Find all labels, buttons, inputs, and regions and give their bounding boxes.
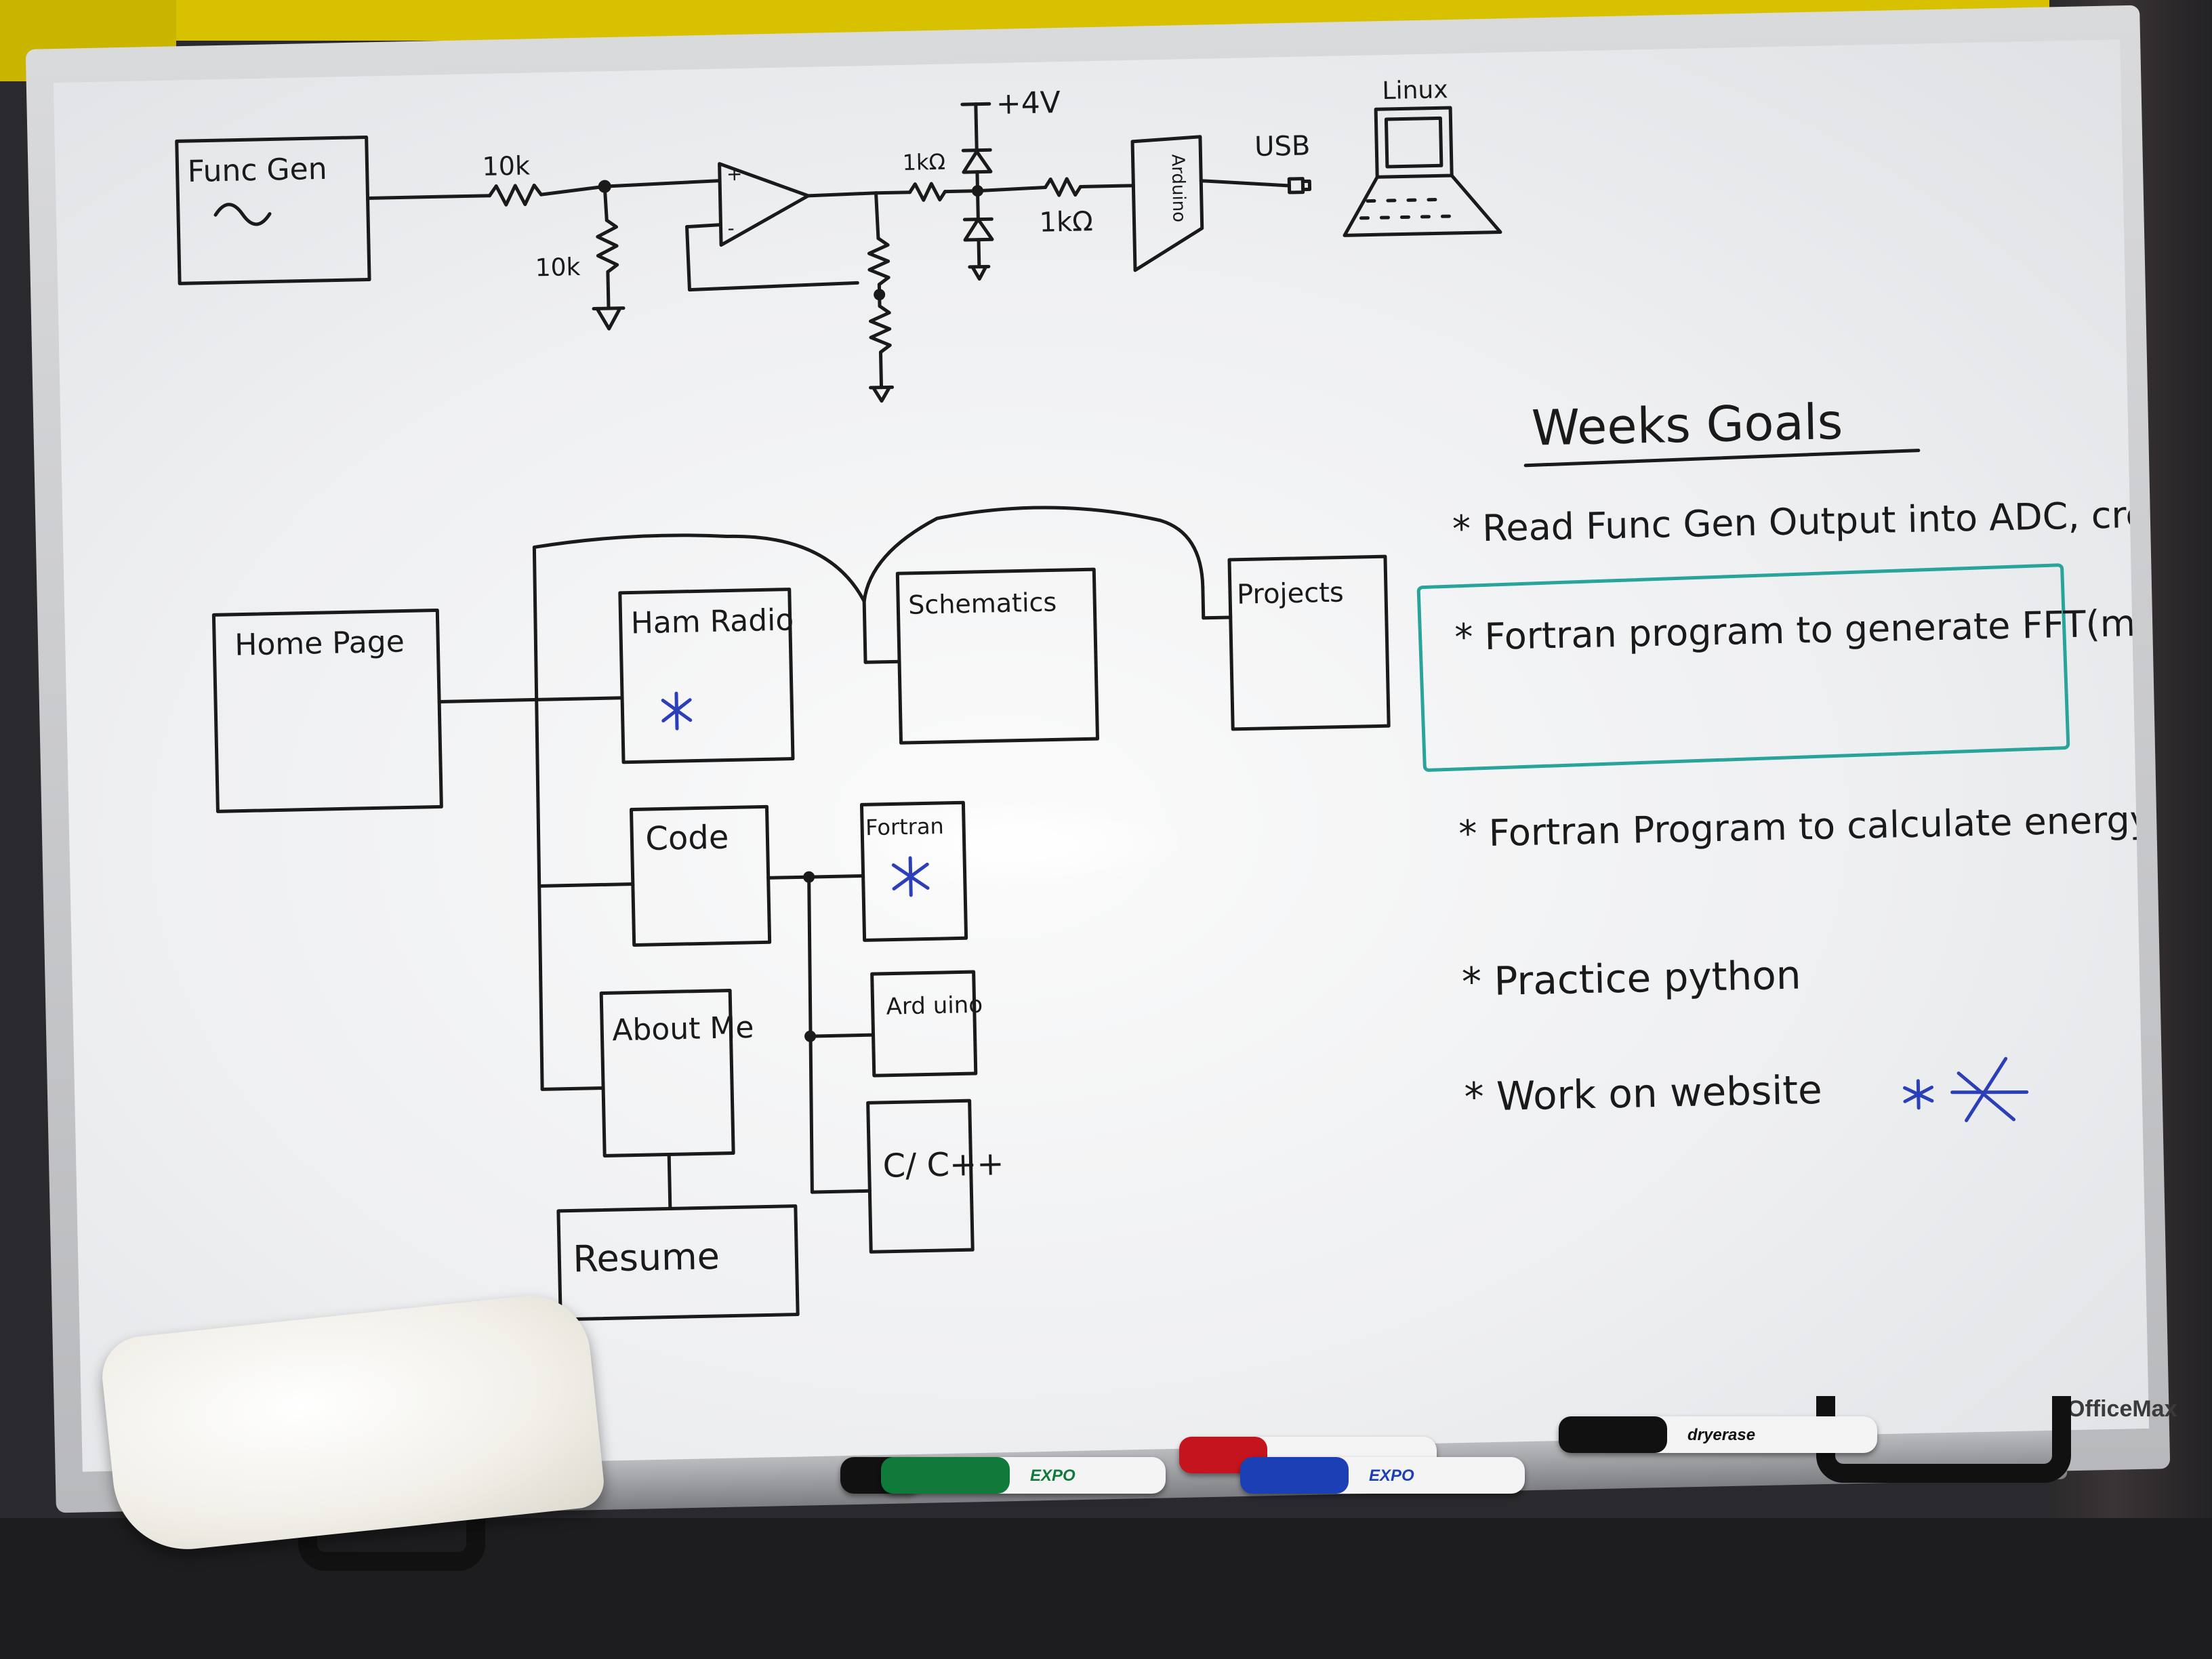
home-page-label: Home Page xyxy=(234,625,405,663)
projects-label: Projects xyxy=(1237,577,1345,610)
voltage-label: +4V xyxy=(996,85,1061,121)
c-cpp-label: C/ C++ xyxy=(882,1145,1004,1185)
goal-item: * Fortran Program to calculate energy fr… xyxy=(1458,794,2149,855)
resistor-10k-series xyxy=(487,183,543,207)
home-page-box xyxy=(211,608,443,813)
projects-box xyxy=(1227,554,1391,731)
goals-title: Weeks Goals xyxy=(1531,393,1843,457)
black-marker-cap-right xyxy=(1559,1416,1667,1453)
fortran-label: Fortran xyxy=(865,813,944,840)
blue-marker[interactable]: EXPO xyxy=(1240,1457,1525,1494)
resistor-label-4: 1kΩ xyxy=(1039,206,1093,239)
tray-bracket-right xyxy=(1816,1396,2071,1483)
blue-marker-brand: EXPO xyxy=(1369,1467,1414,1485)
floor-shadow xyxy=(0,1518,2212,1659)
usb-label: USB xyxy=(1254,130,1311,163)
black-marker[interactable]: dryerase xyxy=(1559,1416,1877,1453)
c-cpp-box xyxy=(866,1099,975,1254)
func-gen-box xyxy=(175,136,371,285)
resistor-1k-b xyxy=(1043,177,1082,197)
fortran-box xyxy=(859,800,968,942)
diode-lower xyxy=(962,217,994,242)
opamp-minus-label: - xyxy=(727,217,735,239)
arduino-block xyxy=(1130,135,1204,272)
whiteboard-drawing: Func Gen 10k 10k + - 1kΩ +4V 1kΩ Arduino… xyxy=(175,76,2149,1322)
ground-symbol xyxy=(592,306,626,331)
sine-wave-icon xyxy=(213,203,272,226)
schematics-box xyxy=(895,567,1099,745)
resistor-1k-a xyxy=(908,182,947,202)
resistor-10k-shunt xyxy=(596,218,619,274)
arduino-label: Arduino xyxy=(1167,154,1189,222)
code-label: Code xyxy=(645,819,729,859)
func-gen-label: Func Gen xyxy=(187,152,327,189)
opamp-plus-label: + xyxy=(726,163,743,185)
arduino-sitemap-label: Ard uino xyxy=(886,991,983,1021)
laptop-screen-icon xyxy=(1374,106,1454,179)
laptop-base-icon xyxy=(1343,173,1502,237)
green-marker[interactable]: EXPO xyxy=(881,1457,1166,1494)
resistor-label-1: 10k xyxy=(482,150,530,181)
goal-item: * Fortran program to generate FFT(mag + … xyxy=(1454,590,2149,659)
green-marker-brand: EXPO xyxy=(1030,1467,1076,1485)
schematics-label: Schematics xyxy=(908,587,1057,620)
computer-label: Linux xyxy=(1382,76,1448,105)
green-marker-cap xyxy=(881,1457,1010,1494)
resistor-divider-top xyxy=(867,237,890,287)
diode-upper xyxy=(961,148,993,174)
black-marker-brand: dryerase xyxy=(1687,1426,1756,1444)
usb-plug-icon xyxy=(1287,177,1312,194)
resistor-label-3: 1kΩ xyxy=(902,149,945,176)
ham-radio-label: Ham Radio xyxy=(630,602,794,640)
code-box xyxy=(630,804,772,947)
star-ham-radio-icon xyxy=(661,691,693,731)
highlight-box xyxy=(1416,563,2070,772)
goal-item: * Work on website xyxy=(1464,1067,1822,1120)
resume-box xyxy=(556,1204,800,1322)
board-brand-logo: OfficeMax xyxy=(2067,1396,2177,1422)
resistor-divider-bottom xyxy=(869,304,892,354)
resume-label: Resume xyxy=(573,1235,720,1281)
star-website-icon xyxy=(1903,1057,2029,1122)
resistor-label-2: 10k xyxy=(535,253,581,282)
star-fortran-icon xyxy=(891,856,930,897)
goal-item: * Practice python xyxy=(1461,951,1801,1004)
op-amp xyxy=(718,162,811,247)
ham-radio-box xyxy=(618,588,795,764)
whiteboard: Func Gen 10k 10k + - 1kΩ +4V 1kΩ Arduino… xyxy=(53,39,2150,1472)
blue-marker-cap xyxy=(1240,1457,1349,1494)
about-me-label: About Me xyxy=(612,1010,754,1048)
goal-item: * Read Func Gen Output into ADC, create … xyxy=(1452,491,2149,550)
arduino-box xyxy=(870,970,978,1078)
